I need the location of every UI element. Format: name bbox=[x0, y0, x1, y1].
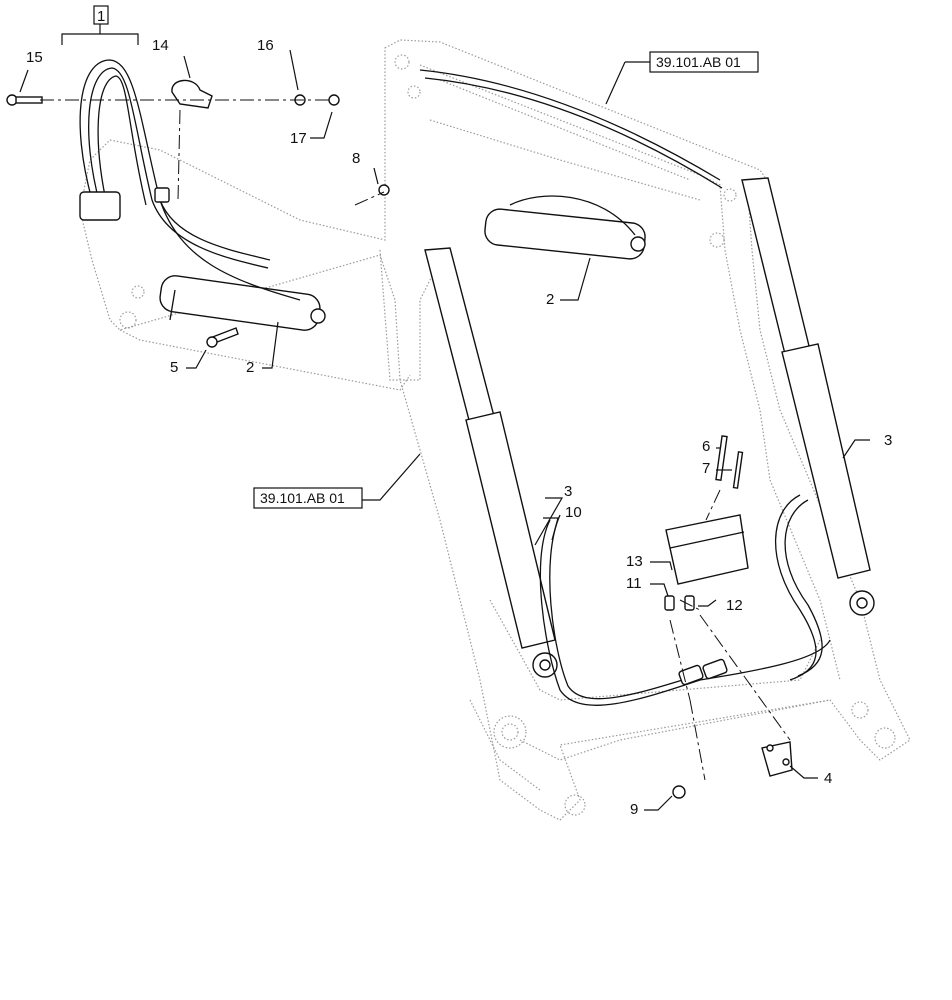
callout-4: 4 bbox=[824, 770, 832, 787]
nut-9 bbox=[672, 785, 686, 799]
reference-text-top-right: 39.101.AB 01 bbox=[656, 54, 741, 70]
callout-13: 13 bbox=[626, 553, 643, 570]
bolt-5 bbox=[206, 327, 239, 348]
leader-lines bbox=[19, 24, 870, 811]
callout-10: 10 bbox=[565, 504, 582, 521]
callout-2-left: 2 bbox=[246, 359, 254, 376]
tilt-cylinder-right bbox=[484, 208, 646, 260]
callout-16: 16 bbox=[257, 37, 274, 54]
center-lines bbox=[40, 99, 791, 781]
bolt-15 bbox=[6, 94, 43, 106]
nut-17 bbox=[328, 94, 340, 106]
callout-6: 6 bbox=[702, 438, 710, 455]
hose-bundle-upper-left bbox=[79, 59, 301, 301]
callout-3-right: 3 bbox=[884, 432, 892, 449]
upper-hoses-top bbox=[419, 69, 723, 236]
lift-cylinder-right bbox=[741, 177, 875, 616]
callout-1: 1 bbox=[93, 5, 109, 25]
lift-cylinder-left bbox=[424, 247, 558, 678]
callout-14: 14 bbox=[152, 37, 169, 54]
screw-6 bbox=[715, 435, 728, 481]
nut-8 bbox=[378, 184, 390, 196]
callout-7: 7 bbox=[702, 460, 710, 477]
reference-text-left-middle: 39.101.AB 01 bbox=[260, 490, 345, 506]
connector-11 bbox=[664, 595, 675, 611]
callout-2-right: 2 bbox=[546, 291, 554, 308]
clamp-14 bbox=[171, 79, 213, 109]
reference-box-top-right[interactable]: 39.101.AB 01 bbox=[649, 51, 759, 73]
bracket-13 bbox=[665, 514, 749, 585]
callout-12: 12 bbox=[726, 597, 743, 614]
callout-3-left: 3 bbox=[564, 483, 572, 500]
callout-1-text: 1 bbox=[97, 8, 105, 25]
screw-7 bbox=[732, 451, 744, 489]
valve-block-4 bbox=[761, 741, 793, 777]
callout-8: 8 bbox=[352, 150, 360, 167]
callout-15: 15 bbox=[26, 49, 43, 66]
callout-5: 5 bbox=[170, 359, 178, 376]
reference-box-left-middle[interactable]: 39.101.AB 01 bbox=[253, 487, 363, 509]
tilt-cylinder-left bbox=[159, 275, 326, 331]
callout-9: 9 bbox=[630, 801, 638, 818]
callout-17: 17 bbox=[290, 130, 307, 147]
callout-11: 11 bbox=[626, 575, 642, 592]
